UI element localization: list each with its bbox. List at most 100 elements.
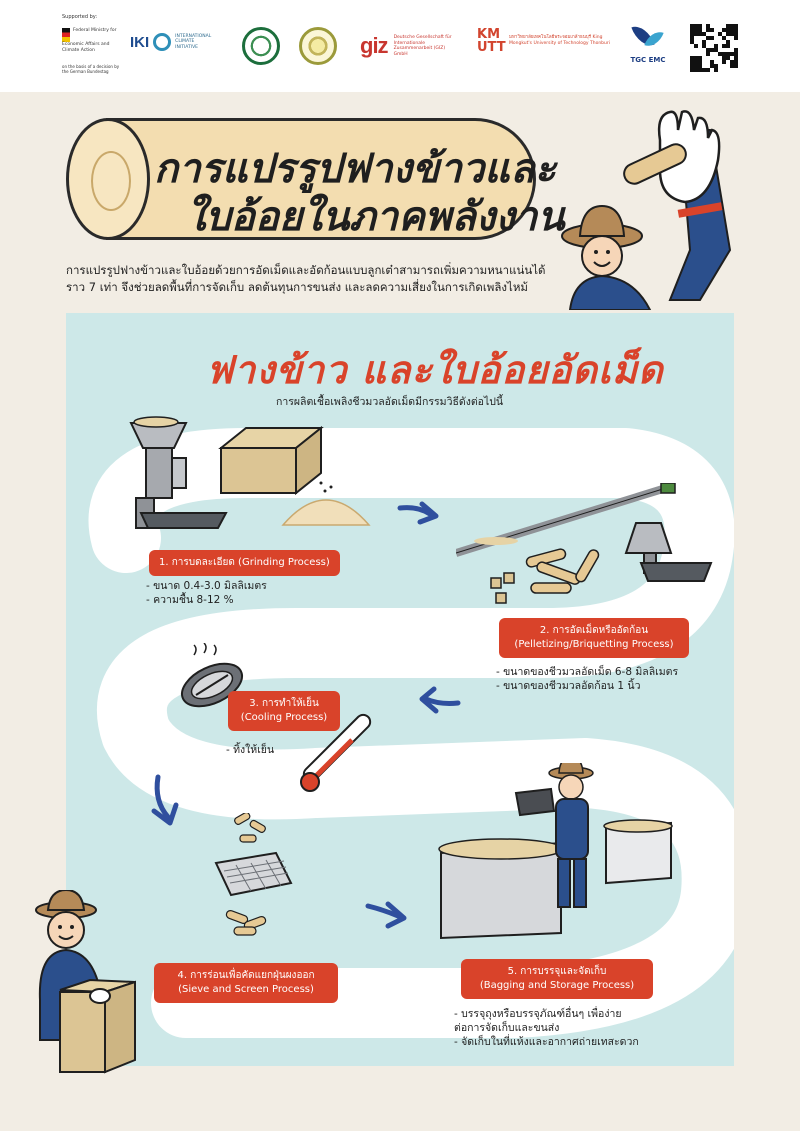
step-2-note-1: - ขนาดของชีวมวลอัดเม็ด 6-8 มิลลิเมตร xyxy=(496,666,679,678)
qr-module xyxy=(726,56,730,60)
qr-module xyxy=(734,64,738,68)
tgc-emc-logo: TGC EMC xyxy=(624,22,672,64)
qr-module xyxy=(734,32,738,36)
ministry-logo: Federal Ministry for Economic Affairs an… xyxy=(62,28,122,53)
qr-module xyxy=(714,48,718,52)
qr-module xyxy=(734,48,738,52)
step-5-notes: - บรรจุถุงหรือบรรจุภัณฑ์อื่นๆ เพื่อง่าย … xyxy=(454,1007,639,1049)
farmer-holding-pellet-illustration xyxy=(561,110,732,310)
iki-logo: IKI INTERNATIONAL CLIMATE INITIATIVE xyxy=(130,33,217,51)
step-2-note-2: - ขนาดของชีวมวลอัดก้อน 1 นิ้ว xyxy=(496,680,641,692)
step-1-title: 1. การบดละเอียด (Grinding Process) xyxy=(159,557,330,568)
qr-module xyxy=(710,64,714,68)
step-5-note-3: - จัดเก็บในที่แห้งและอากาศถ่ายเทสะดวก xyxy=(454,1036,639,1048)
qr-module xyxy=(698,64,702,68)
panel-subtitle: การผลิตเชื้อเพลิงชีวมวลอัดเม็ดมีกรรมวิธี… xyxy=(276,396,504,408)
qr-module xyxy=(718,52,722,56)
qr-module xyxy=(706,28,710,32)
qr-module xyxy=(734,24,738,28)
qr-module xyxy=(718,32,722,36)
qr-module xyxy=(702,40,706,44)
qr-module xyxy=(690,56,694,60)
qr-module xyxy=(710,48,714,52)
step-5-note-2: ต่อการจัดเก็บและขนส่ง xyxy=(454,1022,560,1034)
step-2-label: 2. การอัดเม็ดหรืออัดก้อน (Pelletizing/Br… xyxy=(499,618,689,658)
qr-module xyxy=(694,32,698,36)
step-2-subtitle: (Pelletizing/Briquetting Process) xyxy=(514,639,674,650)
arrow-right-icon-2 xyxy=(365,901,407,929)
qr-module xyxy=(726,44,730,48)
qr-module xyxy=(690,24,694,28)
pelletizer-machine-illustration xyxy=(456,483,713,582)
supported-by-label: Supported by: xyxy=(62,14,98,20)
winding-path xyxy=(88,428,734,1038)
thermometer-icon xyxy=(300,713,372,792)
qr-module xyxy=(726,52,730,56)
qr-module xyxy=(702,68,706,72)
iki-text: INTERNATIONAL CLIMATE INITIATIVE xyxy=(175,33,212,50)
qr-code-icon[interactable] xyxy=(690,24,738,72)
qr-module xyxy=(694,44,698,48)
qr-module xyxy=(690,36,694,40)
intro-text: การแปรรูปฟางข้าวและใบอ้อยด้วยการอัดเม็ดแ… xyxy=(66,263,546,294)
qr-module xyxy=(694,56,698,60)
qr-module xyxy=(734,52,738,56)
hay-bale-icon xyxy=(218,425,324,496)
title-line-1: การแปรรูปฟางข้าวและ xyxy=(154,146,557,192)
step-5-subtitle: (Bagging and Storage Process) xyxy=(479,980,635,991)
qr-module xyxy=(698,24,702,28)
qr-module xyxy=(722,56,726,60)
arrow-left-icon xyxy=(419,686,461,714)
qr-module xyxy=(710,60,714,64)
qr-module xyxy=(694,60,698,64)
step-3-label: 3. การทำให้เย็น (Cooling Process) xyxy=(228,691,340,731)
qr-module xyxy=(698,28,702,32)
qr-module xyxy=(690,68,694,72)
arrow-right-icon xyxy=(397,501,439,525)
log-body xyxy=(106,118,536,240)
qr-module xyxy=(690,32,694,36)
qr-module xyxy=(710,28,714,32)
qr-module xyxy=(722,28,726,32)
qr-module xyxy=(698,56,702,60)
qr-module xyxy=(734,36,738,40)
qr-module xyxy=(730,64,734,68)
grinding-machine-illustration xyxy=(129,416,228,529)
leaf-icon xyxy=(631,22,665,52)
sieve-screen-illustration xyxy=(214,813,293,936)
qr-module xyxy=(722,60,726,64)
panel-title: ฟางข้าว และใบอ้อยอัดเม็ด xyxy=(206,348,664,392)
title-line-2: ใบอ้อยในภาคพลังงาน xyxy=(186,194,565,240)
step-4-label: 4. การร่อนเพื่อคัดแยกฝุ่นผงออก (Sieve an… xyxy=(154,963,338,1003)
qr-module xyxy=(710,36,714,40)
briquettes-icon xyxy=(490,548,600,604)
qr-module xyxy=(730,60,734,64)
step-5-title: 5. การบรรจุและจัดเก็บ xyxy=(507,966,607,977)
qr-module xyxy=(726,24,730,28)
qr-module xyxy=(706,68,710,72)
step-4-title: 4. การร่อนเพื่อคัดแยกฝุ่นผงออก xyxy=(177,970,315,981)
bagging-storage-illustration xyxy=(438,763,673,940)
step-2-notes: - ขนาดของชีวมวลอัดเม็ด 6-8 มิลลิเมตร - ข… xyxy=(496,665,678,693)
qr-module xyxy=(706,48,710,52)
qr-module xyxy=(698,68,702,72)
government-seal-icon xyxy=(242,27,280,65)
logo-bar: Supported by: Federal Ministry for Econo… xyxy=(0,0,800,92)
qr-module xyxy=(698,32,702,36)
qr-module xyxy=(734,60,738,64)
qr-module xyxy=(694,68,698,72)
step-3-notes: - ทิ้งให้เย็น xyxy=(226,743,274,757)
qr-module xyxy=(690,60,694,64)
qr-module xyxy=(690,64,694,68)
step-4-subtitle: (Sieve and Screen Process) xyxy=(178,984,314,995)
qr-module xyxy=(702,44,706,48)
qr-module xyxy=(734,56,738,60)
qr-module xyxy=(706,52,710,56)
qr-module xyxy=(722,52,726,56)
qr-module xyxy=(694,24,698,28)
step-3-title: 3. การทำให้เย็น xyxy=(249,698,319,709)
log-end xyxy=(66,118,150,240)
bundestag-text: on the basis of a decision by the German… xyxy=(62,64,120,74)
qr-module xyxy=(730,28,734,32)
step-2-title: 2. การอัดเม็ดหรืออัดก้อน xyxy=(539,625,649,636)
